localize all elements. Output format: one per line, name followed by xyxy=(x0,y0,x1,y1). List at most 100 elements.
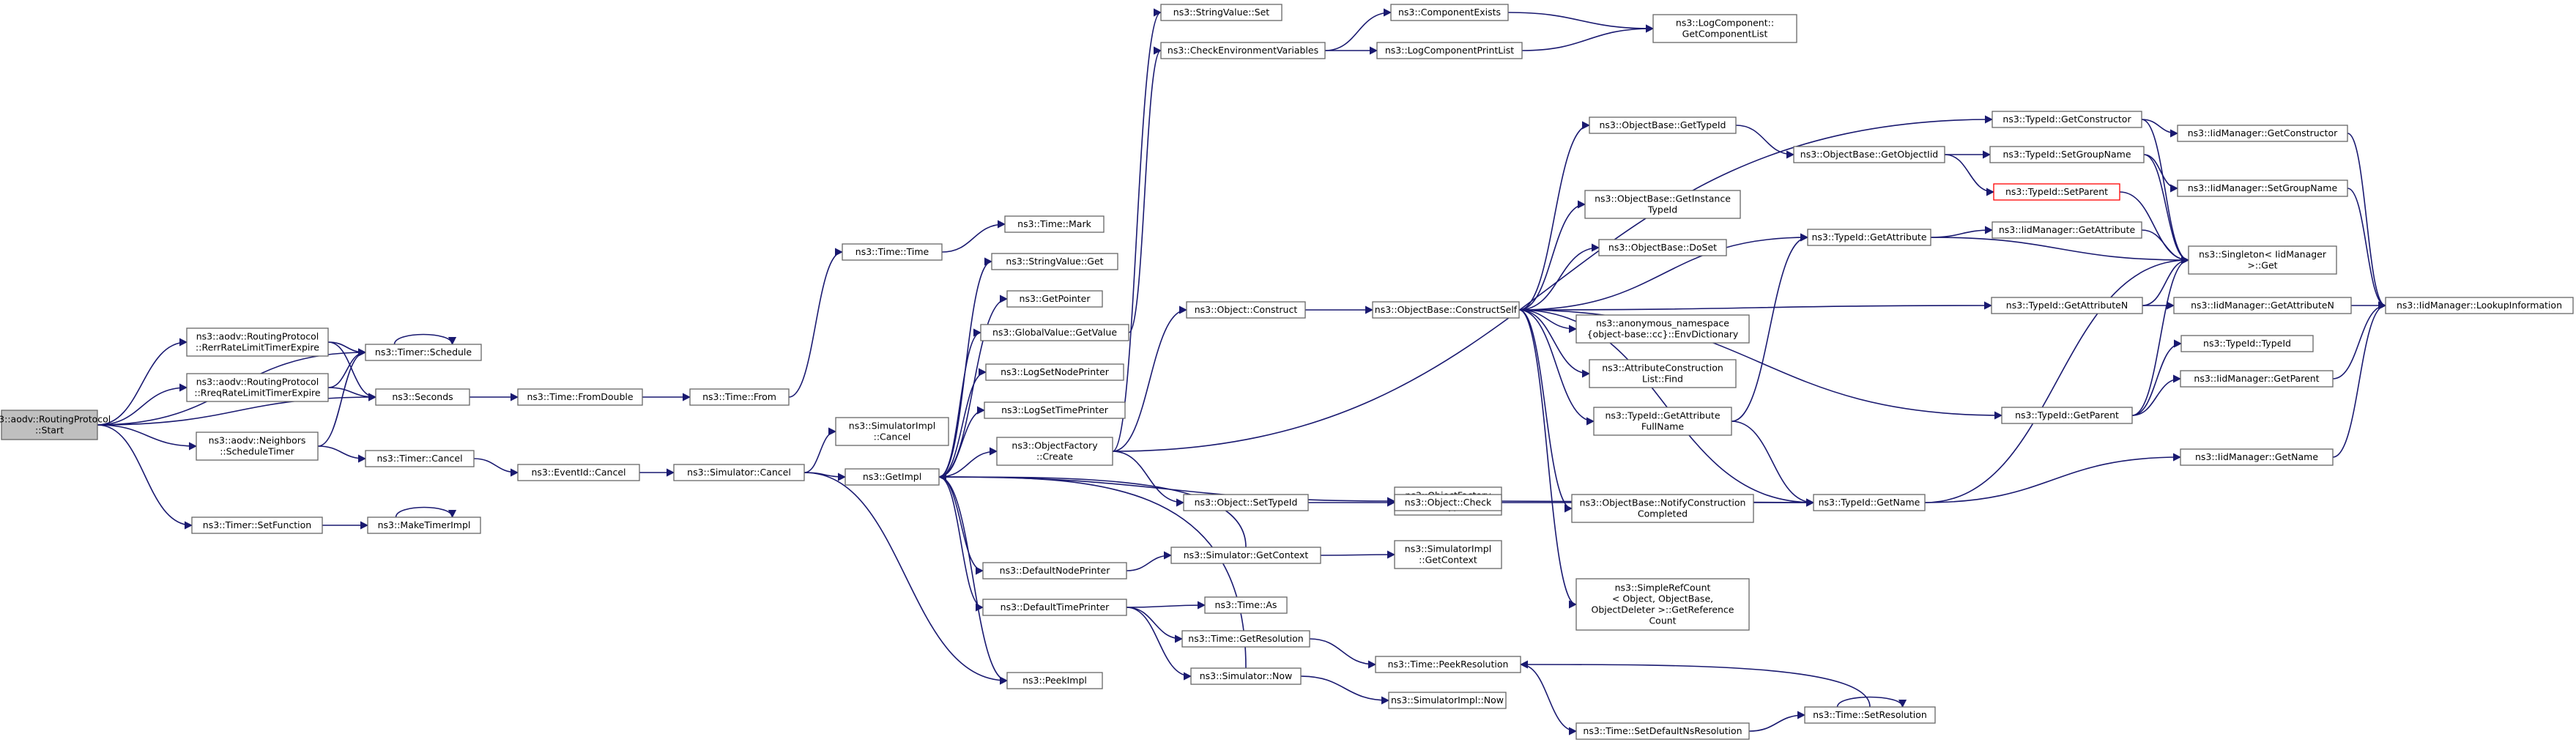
edge-maketimer-to-maketimer xyxy=(395,506,457,519)
node-deftime[interactable]: ns3::DefaultTimePrinter xyxy=(982,599,1127,616)
node-objcheck[interactable]: ns3::Object::Check xyxy=(1394,494,1502,511)
node-rerr[interactable]: ns3::aodv::RoutingProtocol::RerrRateLimi… xyxy=(186,327,329,357)
node-evcancel[interactable]: ns3::EventId::Cancel xyxy=(517,464,640,481)
node-tidgetname[interactable]: ns3::TypeId::GetName xyxy=(1813,494,1926,511)
node-maketimer[interactable]: ns3::MakeTimerImpl xyxy=(367,516,481,534)
node-iidgetname[interactable]: ns3::IidManager::GetName xyxy=(2180,448,2334,466)
node-objconstruct[interactable]: ns3::Object::Construct xyxy=(1186,301,1306,319)
node-checkenv[interactable]: ns3::CheckEnvironmentVariables xyxy=(1160,42,1326,59)
node-box-obgettypeid xyxy=(1589,116,1737,134)
node-objsettypeid[interactable]: ns3::Object::SetTypeId xyxy=(1183,494,1309,511)
node-compexists[interactable]: ns3::ComponentExists xyxy=(1390,4,1509,21)
node-timeas[interactable]: ns3::Time::As xyxy=(1204,596,1288,614)
node-getres[interactable]: ns3::Time::GetResolution xyxy=(1181,630,1310,648)
node-label-rerr-0: ns3::aodv::RoutingProtocol xyxy=(196,331,319,342)
node-peekimpl[interactable]: ns3::PeekImpl xyxy=(1006,672,1103,689)
node-simimplcancel[interactable]: ns3::SimulatorImpl::Cancel xyxy=(835,417,949,446)
node-label-simplerefcount-0: ns3::SimpleRefCount xyxy=(1615,582,1711,593)
node-tidgetattr[interactable]: ns3::TypeId::GetAttribute xyxy=(1807,229,1931,246)
node-obnotify[interactable]: ns3::ObjectBase::NotifyConstructionCompl… xyxy=(1571,494,1754,523)
node-setresolution[interactable]: ns3::Time::SetResolution xyxy=(1804,706,1936,724)
node-lognode[interactable]: ns3::LogSetNodePrinter xyxy=(985,363,1124,381)
node-box-checkenv xyxy=(1160,42,1326,59)
node-fromdouble[interactable]: ns3::Time::FromDouble xyxy=(517,388,643,406)
node-tidgetctor[interactable]: ns3::TypeId::GetConstructor xyxy=(1992,111,2142,128)
edge-getimpl-to-ofcreate xyxy=(938,447,998,478)
node-siminplnow[interactable]: ns3::SimulatorImpl::Now xyxy=(1388,692,1507,709)
node-box-tcancel xyxy=(365,450,475,467)
edge-tidgetparent-to-tidtypeid xyxy=(2131,339,2183,416)
node-tidgetattrn[interactable]: ns3::TypeId::GetAttributeN xyxy=(1991,297,2143,314)
node-iidsetgroup[interactable]: ns3::IidManager::SetGroupName xyxy=(2177,179,2348,197)
node-simgetcontext[interactable]: ns3::Simulator::GetContext xyxy=(1170,547,1321,564)
node-obdoset[interactable]: ns3::ObjectBase::DoSet xyxy=(1598,239,1727,256)
node-siminplgetctx[interactable]: ns3::SimulatorImpl::GetContext xyxy=(1394,540,1502,569)
node-tidtypeid[interactable]: ns3::TypeId::TypeId xyxy=(2180,335,2314,352)
node-ofcreate[interactable]: ns3::ObjectFactory::Create xyxy=(996,437,1113,466)
edge-ofcreate-to-strset xyxy=(1112,8,1162,452)
node-defnode[interactable]: ns3::DefaultNodePrinter xyxy=(982,562,1127,579)
node-label-tidgetctor-0: ns3::TypeId::GetConstructor xyxy=(2002,114,2131,125)
node-box-obgetinst xyxy=(1584,190,1741,219)
node-iidlookup[interactable]: ns3::IidManager::LookupInformation xyxy=(2385,297,2574,314)
node-simplerefcount[interactable]: ns3::SimpleRefCount< Object, ObjectBase,… xyxy=(1575,578,1750,631)
node-simcancel[interactable]: ns3::Simulator::Cancel xyxy=(673,464,805,481)
node-obgetobjectiid[interactable]: ns3::ObjectBase::GetObjectIid xyxy=(1793,146,1945,163)
node-iidgetattrn[interactable]: ns3::IidManager::GetAttributeN xyxy=(2173,297,2352,314)
call-nodes: ns3::aodv::RoutingProtocol::Startns3::ao… xyxy=(0,4,2574,740)
node-label-ofcreate-1: ::Create xyxy=(1036,451,1073,462)
node-rreq[interactable]: ns3::aodv::RoutingProtocol::RreqRateLimi… xyxy=(186,373,329,402)
node-getpointer[interactable]: ns3::GetPointer xyxy=(1006,290,1103,308)
node-label-logprintlist-0: ns3::LogComponentPrintList xyxy=(1385,45,1514,56)
node-obconstructself[interactable]: ns3::ObjectBase::ConstructSelf xyxy=(1372,301,1520,319)
node-box-simimplcancel xyxy=(835,417,949,446)
node-time[interactable]: ns3::Time::Time xyxy=(842,243,943,261)
node-mark[interactable]: ns3::Time::Mark xyxy=(1004,215,1105,233)
node-box-tidsetgroup xyxy=(1989,146,2145,163)
node-simnow[interactable]: ns3::Simulator::Now xyxy=(1190,667,1302,685)
node-box-tidgetname xyxy=(1813,494,1926,511)
node-iidgetparent[interactable]: ns3::IidManager::GetParent xyxy=(2180,370,2334,388)
node-iidgetattr[interactable]: ns3::IidManager::GetAttribute xyxy=(1992,221,2142,239)
node-singleton[interactable]: ns3::Singleton< IidManager>::Get xyxy=(2188,245,2337,275)
node-iidgetctor[interactable]: ns3::IidManager::GetConstructor xyxy=(2177,125,2348,142)
node-logprintlist[interactable]: ns3::LogComponentPrintList xyxy=(1376,42,1523,59)
node-neighbors[interactable]: ns3::aodv::Neighbors::ScheduleTimer xyxy=(196,432,319,461)
node-box-setdefaultns xyxy=(1575,722,1750,740)
node-seconds[interactable]: ns3::Seconds xyxy=(375,388,470,406)
node-label-tidgetattrfull-0: ns3::TypeId::GetAttribute xyxy=(1605,410,1720,421)
node-start[interactable]: ns3::aodv::RoutingProtocol::Start xyxy=(0,410,111,440)
node-label-attrfind-1: List::Find xyxy=(1642,374,1683,385)
node-logtime[interactable]: ns3::LogSetTimePrinter xyxy=(984,401,1126,419)
node-setdefaultns[interactable]: ns3::Time::SetDefaultNsResolution xyxy=(1575,722,1750,740)
node-tcancel[interactable]: ns3::Timer::Cancel xyxy=(365,450,475,467)
node-strget[interactable]: ns3::StringValue::Get xyxy=(991,253,1118,270)
edge-ofcreate-to-objconstruct xyxy=(1112,306,1188,452)
edge-start-to-rerr xyxy=(97,338,188,426)
node-gvgetvalue[interactable]: ns3::GlobalValue::GetValue xyxy=(980,324,1129,341)
node-peekres[interactable]: ns3::Time::PeekResolution xyxy=(1375,656,1521,673)
node-tidgetparent[interactable]: ns3::TypeId::GetParent xyxy=(2001,407,2133,424)
node-label-simcancel-0: ns3::Simulator::Cancel xyxy=(687,467,791,478)
node-getimpl[interactable]: ns3::GetImpl xyxy=(845,468,940,486)
edge-deftime-to-timeas xyxy=(1126,601,1206,610)
node-schedule[interactable]: ns3::Timer::Schedule xyxy=(365,344,482,361)
node-tidsetgroup[interactable]: ns3::TypeId::SetGroupName xyxy=(1989,146,2145,163)
node-tidsetparent[interactable]: ns3::TypeId::SetParent xyxy=(1993,183,2120,201)
edge-obgetobjectiid-to-tidsetparent xyxy=(1944,154,1995,196)
edge-start-to-neighbors xyxy=(97,424,198,451)
node-label-mark-0: ns3::Time::Mark xyxy=(1017,218,1091,229)
node-obgettypeid[interactable]: ns3::ObjectBase::GetTypeId xyxy=(1589,116,1737,134)
node-setfunction[interactable]: ns3::Timer::SetFunction xyxy=(191,516,323,534)
node-envdict[interactable]: ns3::anonymous_namespace{object-base::cc… xyxy=(1575,314,1750,344)
node-strset[interactable]: ns3::StringValue::Set xyxy=(1160,4,1283,21)
node-label-iidlookup-0: ns3::IidManager::LookupInformation xyxy=(2397,300,2562,311)
node-logcompgetlist[interactable]: ns3::LogComponent::GetComponentList xyxy=(1652,14,1797,43)
node-box-strset xyxy=(1160,4,1283,21)
node-label-setfunction-0: ns3::Timer::SetFunction xyxy=(203,519,311,530)
node-from[interactable]: ns3::Time::From xyxy=(689,388,790,406)
node-box-siminplgetctx xyxy=(1394,540,1502,569)
